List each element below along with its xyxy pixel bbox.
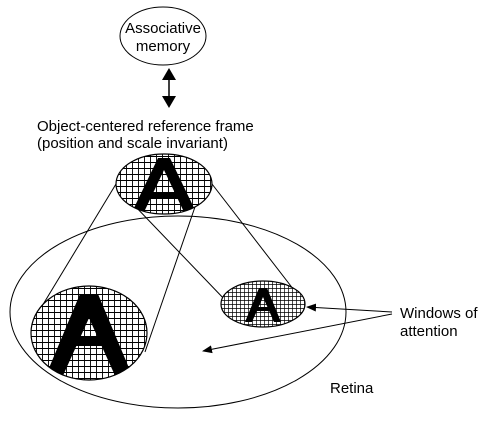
windows-label-line1: Windows of [400, 305, 478, 322]
reference-frame-window [115, 153, 213, 215]
retina-label: Retina [330, 380, 374, 397]
associative-memory-label-line1: Associative [125, 20, 201, 37]
pointer-arrow-large-window [202, 313, 393, 354]
pointer-arrow-small-window [306, 303, 393, 313]
letter-a-glyph [44, 294, 134, 380]
associative-memory-ellipse [119, 6, 207, 66]
reference-frame-label-line1: Object-centered reference frame [37, 118, 254, 135]
small-attention-window [220, 280, 306, 328]
large-attention-window [30, 285, 148, 381]
retina-ellipse [9, 215, 347, 409]
associative-memory-node: Associative memory [119, 6, 207, 66]
letter-a-glyph [245, 288, 281, 322]
projection-lines [32, 183, 305, 353]
associative-memory-label-line2: memory [136, 38, 191, 55]
bidirectional-arrow [162, 68, 176, 108]
reference-frame-label-line2: (position and scale invariant) [37, 135, 228, 152]
letter-a-glyph [133, 158, 195, 210]
windows-label-line2: attention [400, 323, 458, 340]
windows-of-attention-annotation: Windows of attention [202, 303, 478, 354]
